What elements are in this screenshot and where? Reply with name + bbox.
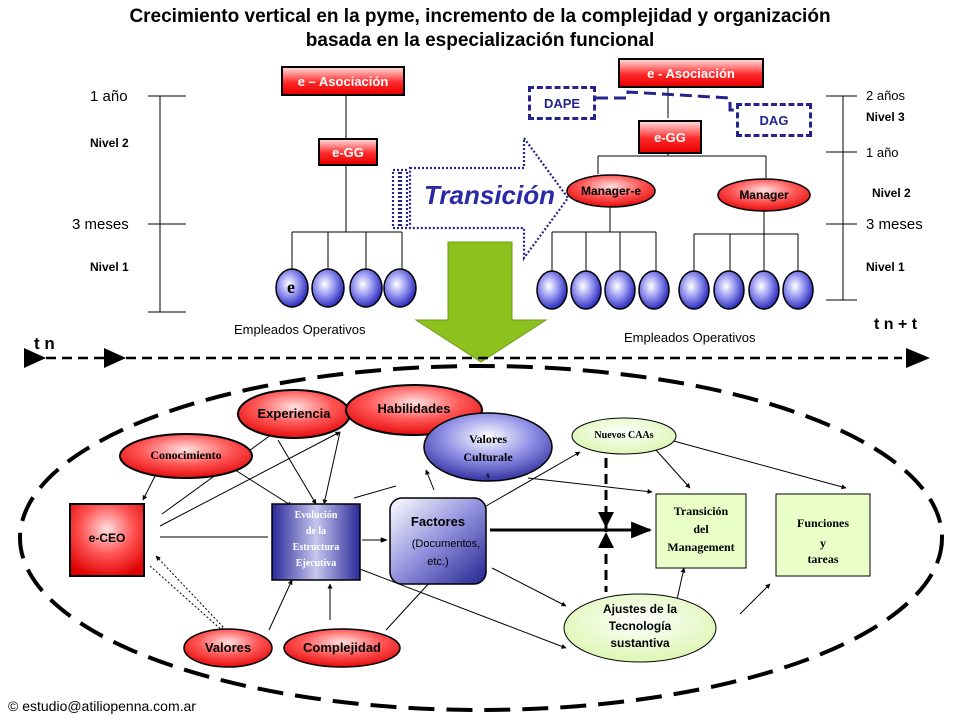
manager-e-ellipse [566,174,656,208]
transicion-label-2: del [693,522,709,536]
ajustes-label-1: Ajustes de la [602,602,678,616]
employee-circle [748,270,780,310]
left-employees-label: Empleados Operativos [234,322,366,337]
employee-circle [638,270,670,310]
left-scale-level2: Nivel 2 [90,136,129,150]
evolucion-label-4: Ejecutiva [295,558,337,569]
left-scale-level1: Nivel 1 [90,260,129,274]
factores-box [389,497,487,585]
left-org-connectors [291,94,403,270]
evolucion-box [271,503,361,581]
ajustes-ellipse [563,593,717,663]
transicion-label-3: Management [667,540,735,554]
title-line-2: basada en la especialización funcional [305,30,655,51]
evolucion-label-2: de la [305,526,327,537]
timeline [24,348,930,368]
funciones-label-1: Funciones [796,516,849,530]
conocimiento-label: Conocimiento [150,448,222,462]
transition-label: Transición [424,180,556,210]
experiencia-label: Experiencia [257,406,331,421]
left-asociacion-box: e – Asociación [281,66,405,96]
ceo-box [69,503,145,577]
factores-label-2: (Documentos, [411,538,481,550]
right-org-connectors [551,84,799,272]
dashed-feedback-link [598,458,614,592]
manager-e-label: Manager-e [580,184,642,198]
left-employees [275,268,417,308]
complejidad-label: Complejidad [302,640,381,655]
manager-ellipse [717,178,811,212]
ajustes-label-3: sustantiva [610,636,670,650]
conocimiento-ellipse [119,433,253,479]
complejidad-ellipse [283,628,401,668]
employee-circle [383,268,417,308]
timeline-end-label: t n + t [874,316,918,333]
dape-box: DAPE [528,86,596,120]
funciones-label-2: y [820,536,826,550]
ajustes-label-2: Tecnología [608,619,672,633]
dag-box: DAG [736,103,812,137]
employee-circle [349,268,383,308]
employee-circle [311,268,345,308]
evolucion-label-1: Evolución [294,510,338,521]
timeline-start-label: t n [34,334,55,353]
employee-circle [678,270,710,310]
right-scale-top: 2 años [866,88,906,103]
employee-circle [275,268,309,308]
valores-culturales-ellipse [423,412,553,482]
right-asociacion-box: e - Asociación [618,58,764,88]
factores-label-1: Factores [410,514,466,529]
staff-dashed-connector [596,90,736,112]
ceo-label: e-CEO [88,531,126,545]
funciones-box [775,493,871,577]
employee-circle [713,270,745,310]
employee-circle [604,270,636,310]
green-down-arrow [414,241,548,363]
right-scale-level3: Nivel 3 [866,110,905,124]
right-scale-upper-mid: 1 año [866,145,899,160]
manager-label: Manager [739,188,789,202]
factores-label-3: etc.) [427,556,449,568]
nuevos-caas-ellipse [571,417,677,455]
left-gg-box: e-GG [318,138,378,166]
footer-copyright: © estudio@atiliopenna.com.ar [8,698,196,714]
model-boundary-ellipse [18,364,944,712]
transicion-box [655,493,747,569]
evolucion-label-3: Estructura [292,542,340,553]
employee-circle [570,270,602,310]
model-connectors [142,423,847,649]
valores-culturales-label-2: Culturale [463,450,513,464]
right-scale-level1: Nivel 1 [866,260,905,274]
right-gg-box: e-GG [638,120,702,154]
habilidades-label: Habilidades [377,401,451,416]
funciones-label-3: tareas [807,552,839,566]
valores-culturales-label-3: s [486,470,490,480]
first-employee-label: e [287,277,295,297]
nuevos-caas-label: Nuevos CAAs [594,430,654,441]
left-scale-mid: 3 meses [72,216,129,233]
title-line-1: Crecimiento vertical en la pyme, increme… [129,6,831,27]
valores-culturales-label-1: Valores [468,432,507,446]
right-scale-mid: 3 meses [866,216,923,233]
right-time-scale [826,95,857,301]
valores-ellipse [183,628,273,668]
right-scale-level2: Nivel 2 [872,186,911,200]
valores-label: Valores [204,640,252,655]
right-employees [536,270,814,310]
left-time-scale [148,95,186,313]
transicion-label-1: Transición [673,504,729,518]
employee-circle [782,270,814,310]
left-scale-top: 1 año [90,88,128,105]
employee-circle [536,270,568,310]
transition-arrow [391,134,570,262]
right-employees-label: Empleados Operativos [624,330,756,345]
